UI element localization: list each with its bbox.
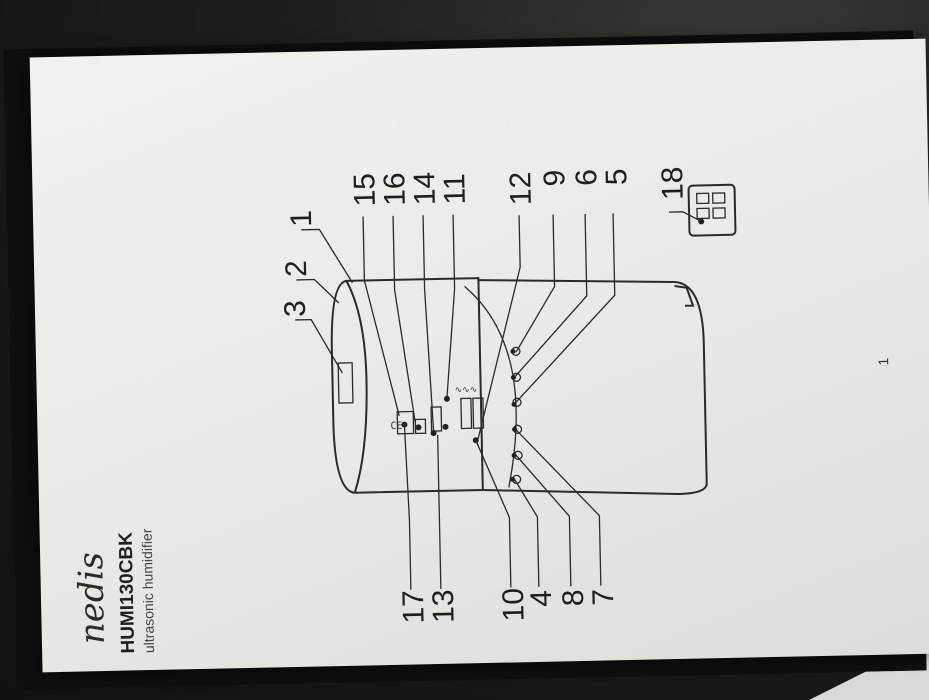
callouts-right: 15 16 14 11 12 9 6 5 18 xyxy=(348,166,690,207)
callout-12: 12 xyxy=(504,171,538,205)
callout-17: 17 xyxy=(397,590,431,624)
humidifier-body xyxy=(330,277,708,495)
control-panel: CE ∿∿∿ xyxy=(390,346,523,484)
svg-text:∿∿∿: ∿∿∿ xyxy=(455,385,478,395)
callout-3: 3 xyxy=(279,300,312,317)
callout-18: 18 xyxy=(656,166,690,200)
callouts-left: 17 13 10 4 8 7 xyxy=(397,588,620,624)
remote-control-icon xyxy=(687,183,737,237)
callout-1: 1 xyxy=(285,210,318,227)
callout-6: 6 xyxy=(570,169,603,186)
callout-8: 8 xyxy=(557,589,590,606)
callout-16: 16 xyxy=(378,172,412,206)
callout-5: 5 xyxy=(600,168,633,185)
callout-15: 15 xyxy=(348,173,382,207)
callout-2: 2 xyxy=(280,260,313,277)
callout-7: 7 xyxy=(587,589,620,606)
callout-9: 9 xyxy=(538,169,571,186)
callout-11: 11 xyxy=(438,173,472,205)
manual-page: nedis HUMI130CBK ultrasonic humidifier xyxy=(29,38,929,673)
callout-4: 4 xyxy=(525,590,558,607)
humidifier-diagram: nedis HUMI130CBK ultrasonic humidifier xyxy=(71,166,891,654)
model-number: HUMI130CBK xyxy=(116,532,140,654)
callout-13: 13 xyxy=(427,589,461,623)
product-subtitle: ultrasonic humidifier xyxy=(139,528,158,653)
page-mark: 1 xyxy=(875,357,891,365)
callout-10: 10 xyxy=(497,588,531,622)
callout-14: 14 xyxy=(408,171,442,205)
svg-text:CE: CE xyxy=(390,421,402,432)
leader-lines xyxy=(295,211,702,590)
brand-logo: nedis xyxy=(71,552,113,645)
callouts-top: 1 2 3 xyxy=(279,210,318,318)
